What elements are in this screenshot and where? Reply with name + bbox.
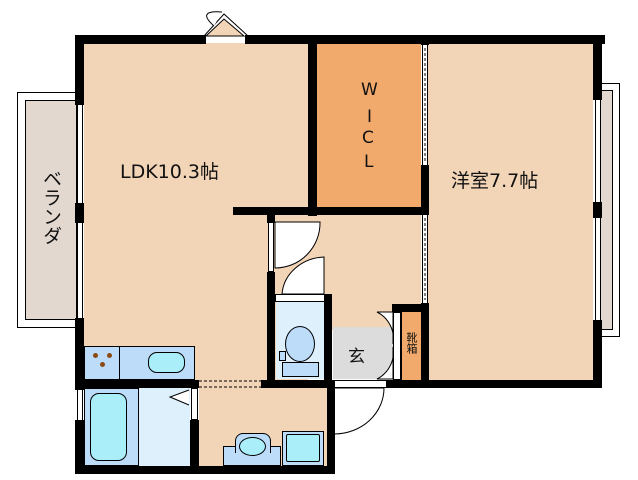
wic-room (316, 43, 421, 207)
wic-letter-l: L (364, 152, 374, 172)
wall-kitchen-bath-2 (261, 380, 332, 388)
wall-wic-right-2 (421, 165, 429, 215)
burner-2 (107, 353, 112, 358)
window-left-1 (77, 105, 83, 203)
wall-toilet-left (267, 272, 275, 388)
wall-left-2 (75, 203, 84, 223)
shoe-box-label: 靴箱 (405, 332, 418, 354)
wall-bottom-bedroom (387, 380, 602, 388)
veranda: ベランダ (25, 100, 77, 320)
ldk-label: LDK10.3帖 (120, 161, 219, 183)
wic-letter-i: I (367, 107, 373, 127)
wall-toilet-left-top (267, 215, 275, 223)
wall-wic-right-1 (421, 35, 429, 45)
bedroom-room (428, 43, 593, 380)
veranda-label: ベランダ (40, 169, 62, 245)
wall-bottom-bath (75, 466, 335, 474)
bathtub-basin (90, 393, 127, 461)
hall-door-frame (268, 222, 274, 272)
wall-bath-wash (190, 420, 199, 470)
wall-wic-left (308, 35, 317, 216)
wall-left-3 (75, 318, 84, 390)
wall-right-2 (593, 202, 602, 218)
wall-left-4 (75, 420, 84, 474)
toilet-bowl (285, 326, 315, 362)
window-right-1 (595, 100, 601, 202)
genkan-label: 玄 (348, 347, 365, 367)
wall-wash-right (327, 380, 335, 474)
window-left-2 (77, 223, 83, 318)
genkan (333, 327, 393, 379)
wall-shoebox-top (392, 304, 428, 312)
bath-door-frame (191, 388, 198, 420)
wall-toilet-right (324, 294, 332, 388)
shoe-box (401, 312, 421, 380)
kitchen-to-wash-opening (199, 380, 261, 388)
washbasin-bowl (239, 437, 266, 456)
wall-right-1 (593, 35, 602, 100)
toilet-paper (279, 351, 286, 361)
wic-letter-w: W (361, 80, 378, 100)
wall-right-3 (593, 320, 602, 388)
window-bath (77, 390, 83, 420)
wall-hall-top (233, 207, 429, 215)
burner-1 (93, 353, 98, 358)
window-right-2 (595, 218, 601, 320)
wic-letter-c: C (362, 128, 374, 148)
hallway-lower (323, 290, 393, 330)
shoe-box-door (393, 312, 401, 380)
wall-left-1 (75, 35, 84, 105)
bedroom-label: 洋室7.7帖 (451, 170, 539, 192)
wall-kitchen-bath (75, 380, 199, 388)
washing-machine-inner (286, 434, 320, 462)
wall-top-left (75, 35, 206, 44)
kitchen-sink (148, 352, 185, 373)
ldk-room-ext (233, 215, 273, 380)
toilet-tank (282, 362, 319, 377)
burner-3 (100, 362, 105, 367)
wall-bedroom-left-lower (421, 303, 429, 388)
